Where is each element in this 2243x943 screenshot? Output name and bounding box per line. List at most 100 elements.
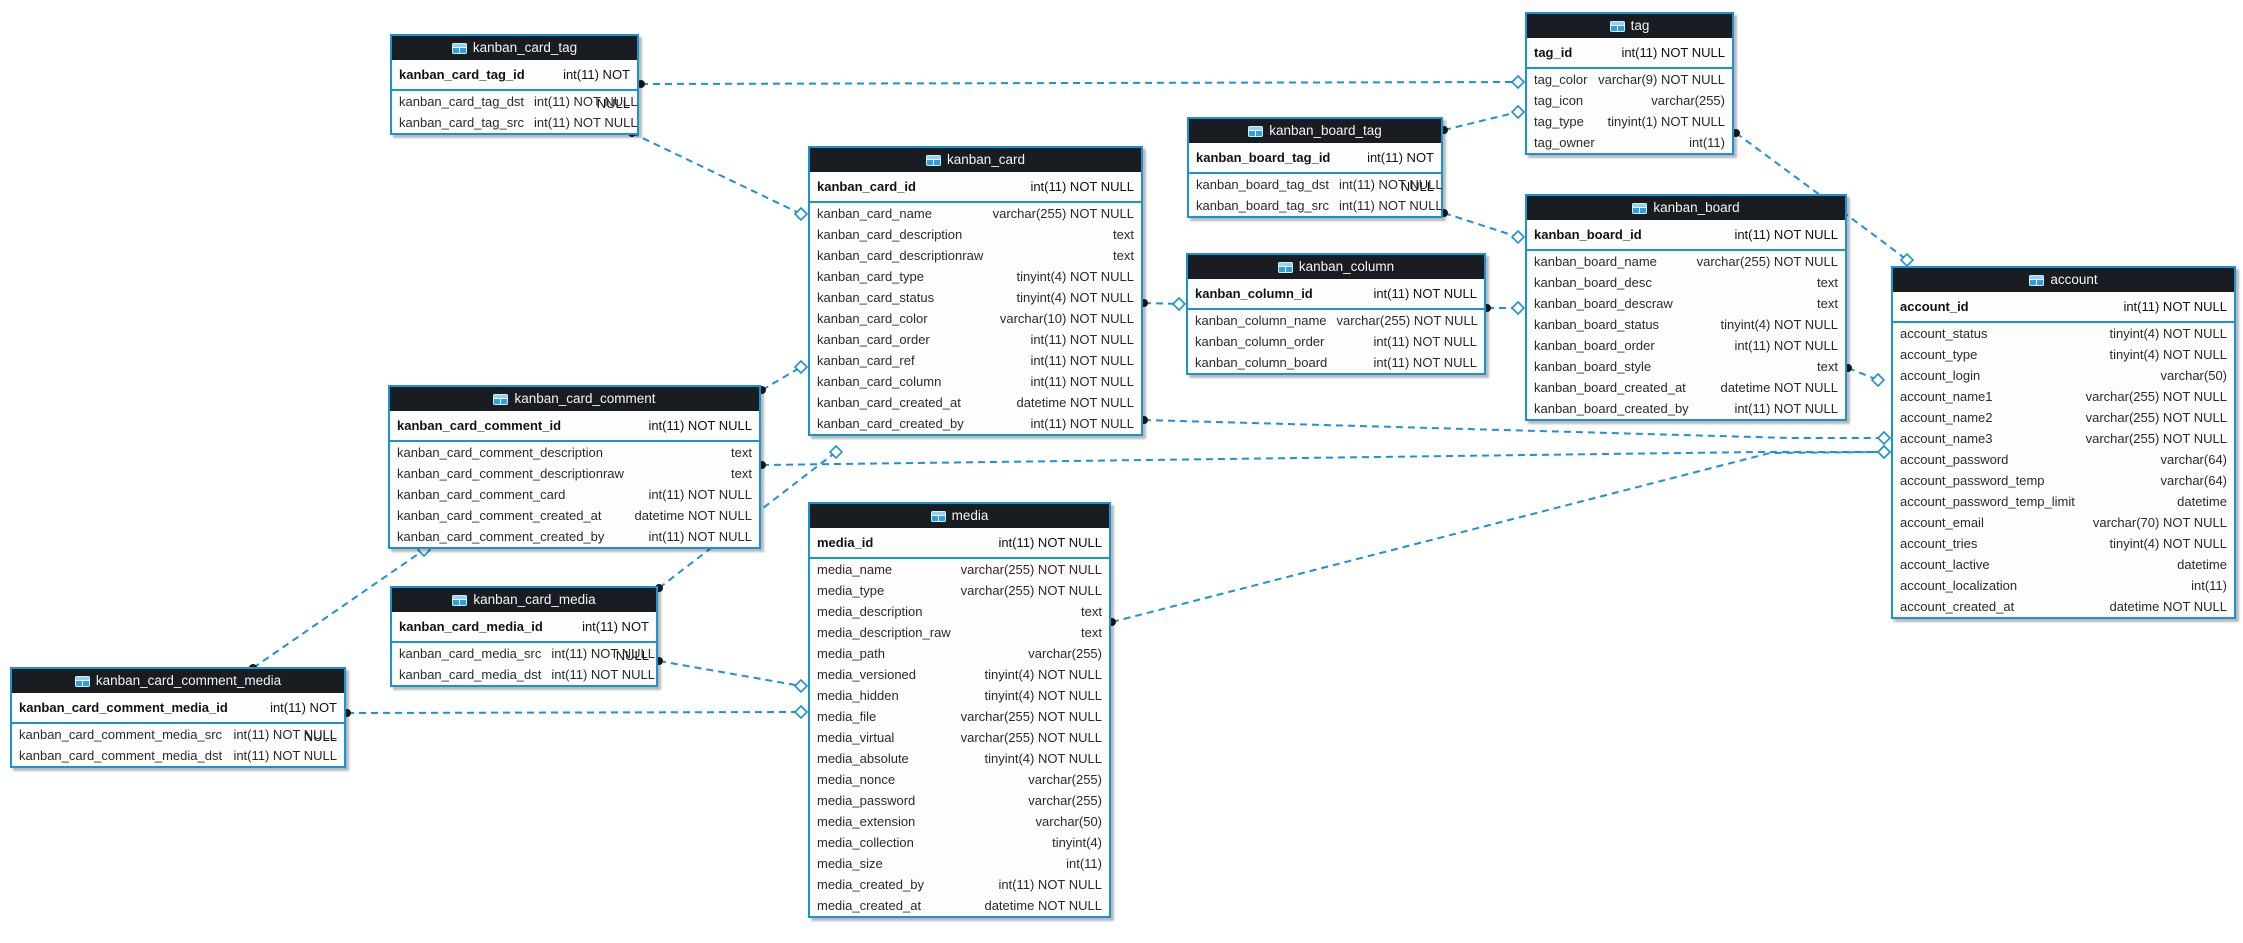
table-header-kanban_card_comment[interactable]: kanban_card_comment [390,387,759,411]
relationship-line[interactable] [761,451,1884,466]
table-header-kanban_board_tag[interactable]: kanban_board_tag [1189,119,1441,143]
table-header-tag[interactable]: tag [1527,14,1732,38]
relationship-line[interactable] [640,81,1519,85]
table-header-kanban_card_comment_media[interactable]: kanban_card_comment_media [12,669,344,693]
table-header-kanban_card_tag[interactable]: kanban_card_tag [392,36,637,60]
relationship-kanban_column-to-kanban_board[interactable] [1483,300,1526,316]
relationship-kanban_board-to-account[interactable] [1844,364,1886,388]
relationship-line[interactable] [1143,419,1884,439]
table-header-kanban_card[interactable]: kanban_card [810,148,1141,172]
relationship-line[interactable] [1111,451,1885,623]
table-header-account[interactable]: account [1893,268,2234,292]
relationship-kanban_card_comment-to-kanban_card[interactable] [758,359,809,394]
table-header-kanban_board[interactable]: kanban_board [1527,196,1845,220]
table-header-kanban_card_media[interactable]: kanban_card_media [392,588,656,612]
relationship-kanban_board_tag-to-kanban_board[interactable] [1440,209,1526,245]
relationship-kanban_card_tag-to-tag[interactable] [637,74,1526,90]
relationship-line[interactable] [1443,212,1519,238]
relationship-line[interactable] [658,660,802,687]
relationship-kanban_card-to-kanban_column[interactable] [1140,296,1187,312]
relationship-line[interactable] [252,549,425,669]
relationship-line[interactable] [1443,111,1519,131]
relationship-line[interactable] [761,366,802,391]
